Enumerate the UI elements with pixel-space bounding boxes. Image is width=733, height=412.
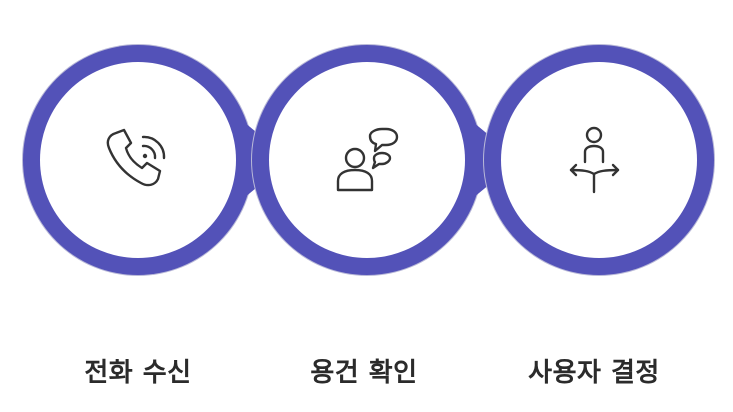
- person-decision-arrows-icon: [569, 126, 620, 194]
- people-chat-icon: [336, 127, 399, 192]
- step-label-phone-receive: 전화 수신: [84, 358, 192, 388]
- step-1-ring: [22, 44, 254, 276]
- phone-ringing-icon: [106, 128, 166, 187]
- step-3-ring: [483, 44, 715, 276]
- step-label-user-decision: 사용자 결정: [528, 358, 660, 388]
- step-2-ring: [251, 44, 483, 276]
- step-label-check-purpose: 용건 확인: [310, 358, 418, 388]
